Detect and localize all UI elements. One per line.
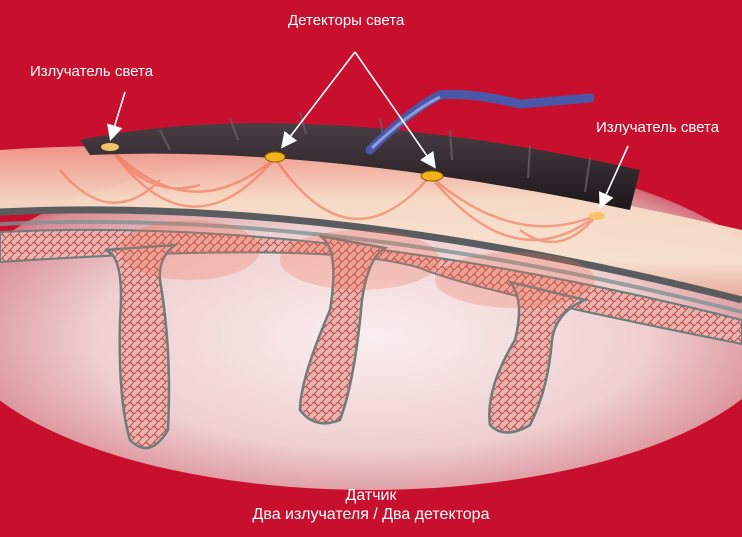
arrow-emitter-left [111, 92, 125, 138]
emitter-left-dot [101, 143, 119, 151]
detector-2-dot [421, 171, 443, 181]
detector-1-dot [265, 152, 285, 162]
emitter-left-label: Излучатель света [30, 63, 153, 80]
caption-title: Датчик [0, 486, 742, 505]
emitter-right-label: Излучатель света [596, 119, 719, 136]
caption: Датчик Два излучателя / Два детектора [0, 486, 742, 524]
caption-subtitle: Два излучателя / Два детектора [0, 505, 742, 524]
detectors-label: Детекторы света [288, 12, 404, 29]
emitter-right-dot [589, 212, 605, 220]
